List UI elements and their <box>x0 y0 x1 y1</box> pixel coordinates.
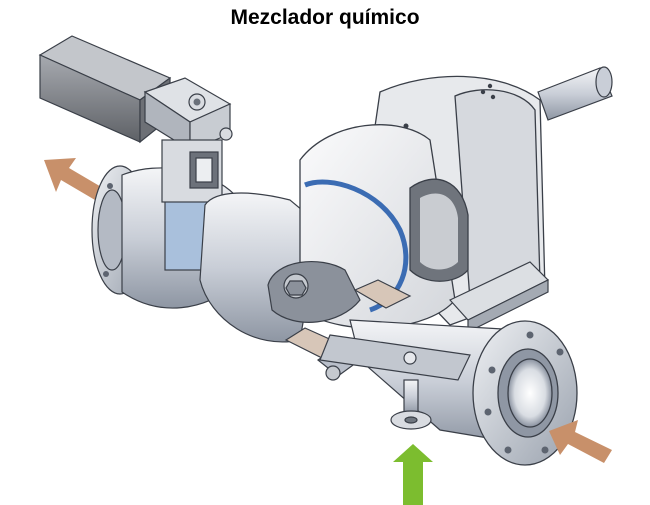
inlet-flange <box>472 320 578 466</box>
diagram-title: Mezclador químico <box>230 6 420 29</box>
outlet-arrow <box>44 158 103 200</box>
arrow-up-left-icon <box>549 420 612 463</box>
actuator-bracket <box>143 77 233 203</box>
drive-shaft <box>537 66 613 121</box>
arrow-up-left-icon <box>44 158 103 200</box>
additive-arrow <box>393 444 433 505</box>
inlet-arrow <box>549 420 612 463</box>
additive-nozzle <box>390 379 432 430</box>
arrow-up-icon <box>393 444 433 505</box>
